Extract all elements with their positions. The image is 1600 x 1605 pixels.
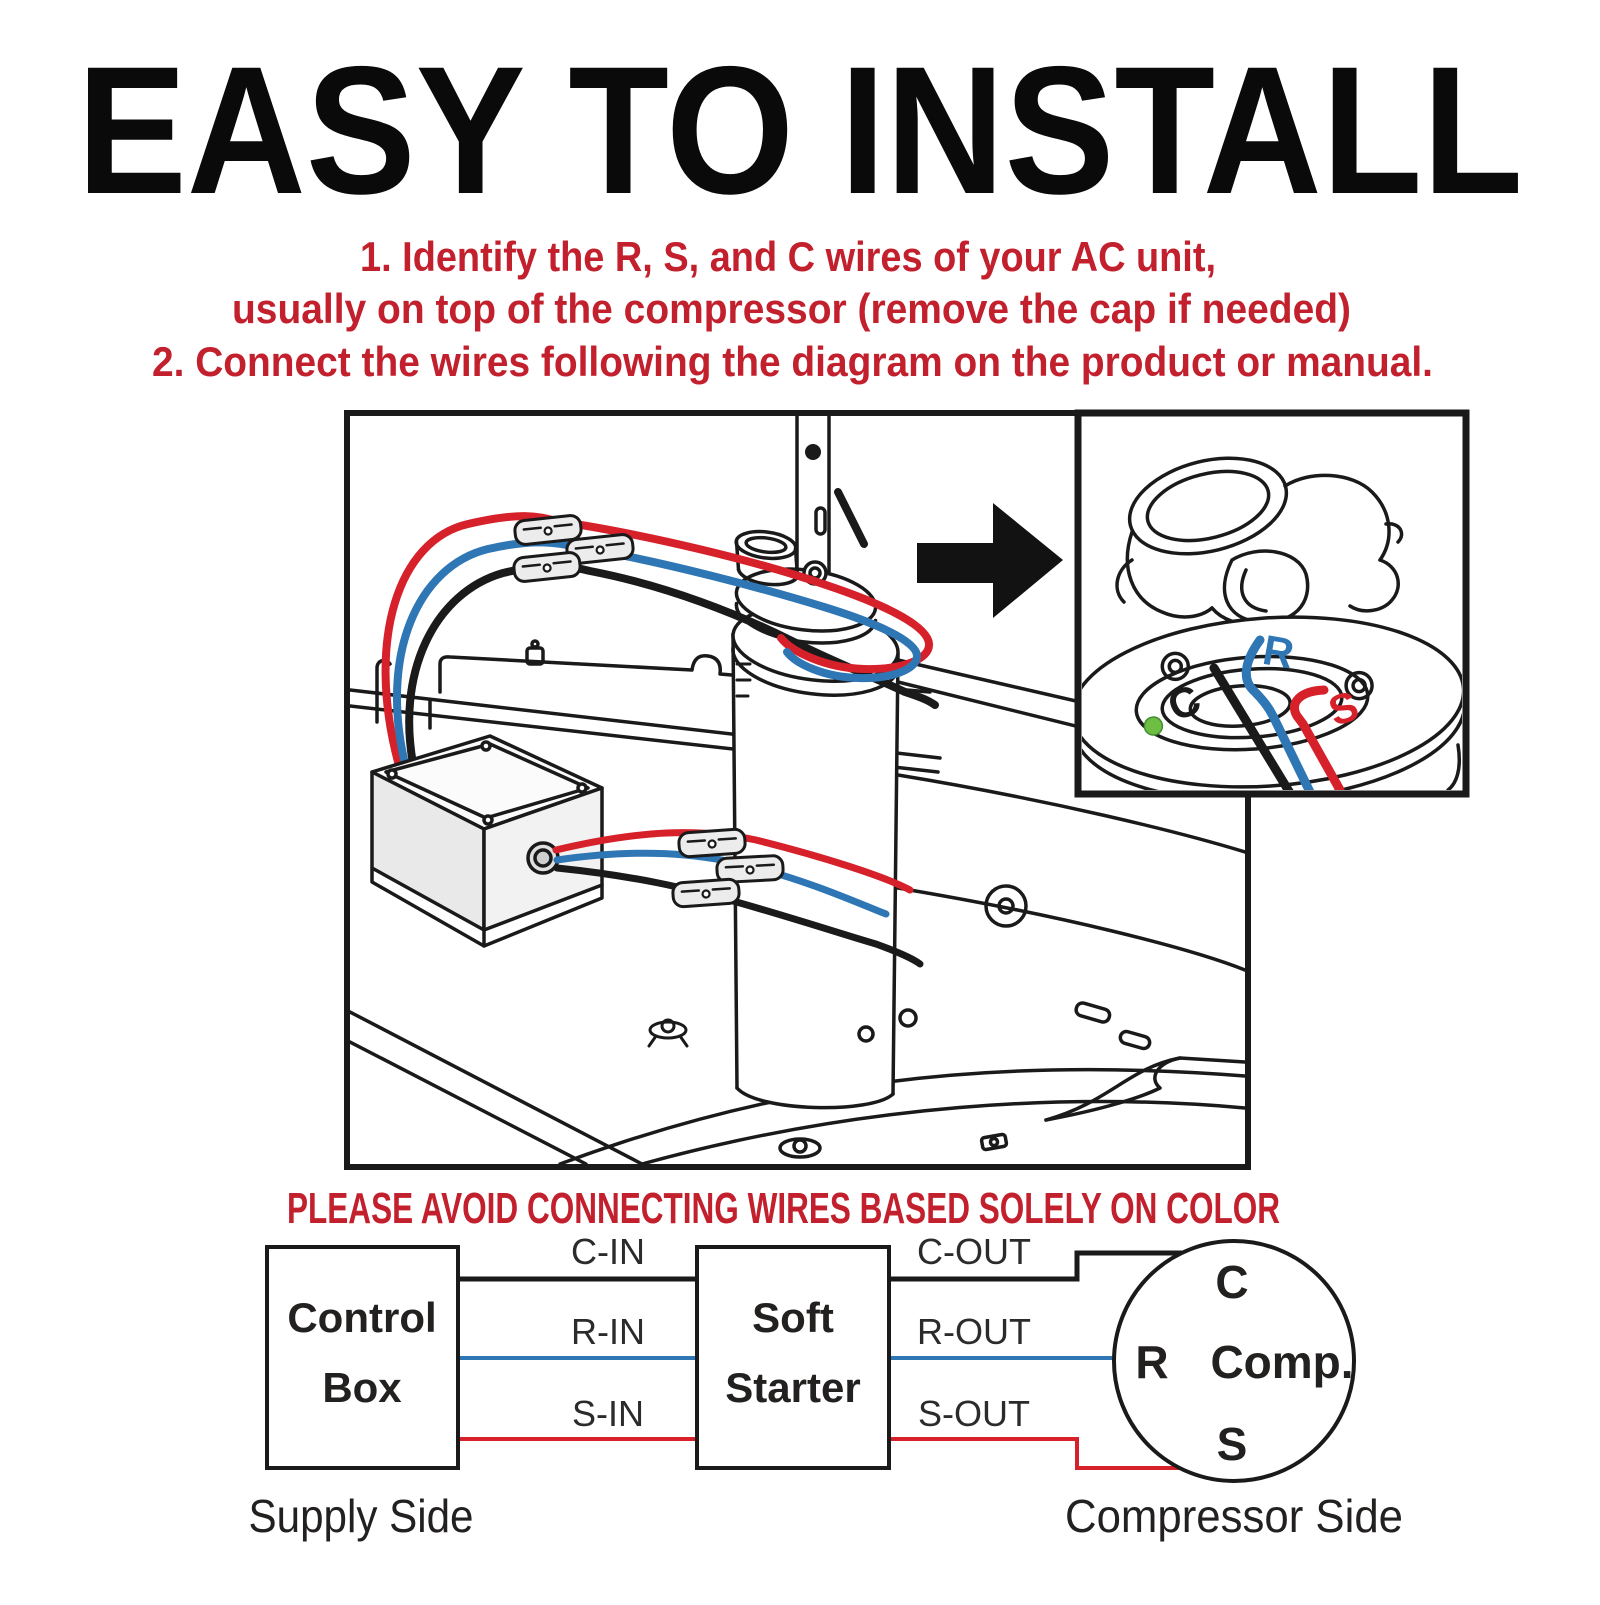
terminal-inset: C R S bbox=[1074, 409, 1470, 798]
schematic-wire-s-out bbox=[889, 1437, 1180, 1470]
supply-wires-upper bbox=[381, 512, 939, 778]
green-indicator-dot bbox=[1143, 716, 1164, 736]
terminal-wire-blue bbox=[1241, 635, 1315, 790]
instruction-line-1: 1. Identify the R, S, and C wires of you… bbox=[360, 233, 1216, 280]
wire-red-upper bbox=[381, 512, 933, 766]
label-c-out: C-OUT bbox=[917, 1231, 1031, 1272]
control-box-label-line1: Control bbox=[287, 1294, 436, 1341]
terminal-wire-black bbox=[1209, 663, 1294, 790]
arrow-right-icon bbox=[917, 503, 1063, 618]
label-r-out: R-OUT bbox=[917, 1311, 1031, 1352]
page-title: EASY TO INSTALL bbox=[77, 28, 1523, 232]
soft-starter-label-line2: Starter bbox=[725, 1364, 860, 1411]
wiring-diagram: Control Box Soft Starter C R Comp. S C-I… bbox=[249, 1231, 1404, 1542]
wire-blue-upper bbox=[393, 538, 921, 772]
compressor-terminal-s: S bbox=[1217, 1418, 1248, 1470]
compressor-label: Comp. bbox=[1210, 1336, 1353, 1388]
wire-black-upper bbox=[405, 562, 939, 778]
wire-black-lower bbox=[553, 864, 924, 968]
wire-red-lower bbox=[552, 829, 914, 894]
compressor-terminal-c: C bbox=[1215, 1256, 1248, 1308]
compressor-circle bbox=[1112, 1239, 1356, 1483]
caption-supply-side: Supply Side bbox=[249, 1490, 474, 1542]
wire-connector-clip bbox=[511, 549, 583, 585]
schematic-wire-c-out bbox=[889, 1250, 1182, 1282]
caption-compressor-side: Compressor Side bbox=[1065, 1490, 1403, 1542]
control-box bbox=[265, 1245, 460, 1470]
soft-starter-box bbox=[370, 734, 604, 948]
instructions: 1. Identify the R, S, and C wires of you… bbox=[152, 233, 1433, 385]
wire-connector-clip bbox=[676, 826, 748, 860]
main-illustration: C R S bbox=[344, 409, 1470, 1170]
soft-starter-schematic-box bbox=[695, 1245, 891, 1470]
label-s-in: S-IN bbox=[572, 1393, 644, 1434]
wire-connector-clip bbox=[670, 876, 742, 910]
instruction-line-3: 2. Connect the wires following the diagr… bbox=[152, 338, 1433, 385]
terminal-wires bbox=[1209, 635, 1345, 790]
label-c-in: C-IN bbox=[571, 1231, 645, 1272]
label-r-in: R-IN bbox=[571, 1311, 645, 1352]
control-box-label-line2: Box bbox=[322, 1364, 402, 1411]
instruction-line-2: usually on top of the compressor (remove… bbox=[232, 285, 1351, 332]
label-s-out: S-OUT bbox=[918, 1393, 1030, 1434]
soft-starter-label-line1: Soft bbox=[752, 1294, 834, 1341]
terminal-cap-drawing bbox=[1115, 456, 1404, 627]
warning-text: PLEASE AVOID CONNECTING WIRES BASED SOLE… bbox=[287, 1184, 1280, 1233]
terminal-wire-red bbox=[1289, 685, 1345, 790]
compressor-terminal-r: R bbox=[1135, 1336, 1168, 1388]
